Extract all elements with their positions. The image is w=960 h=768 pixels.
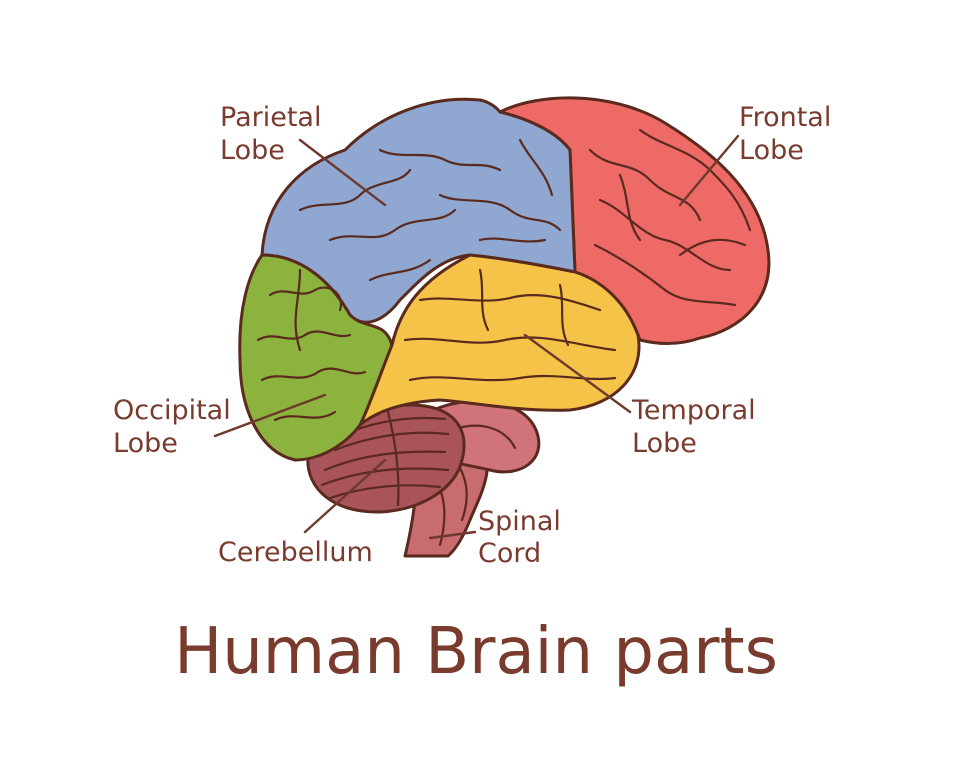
spinal-cord-leader-line <box>428 530 477 540</box>
cerebellum-leader-line <box>303 458 387 534</box>
parietal-leader-line <box>298 138 387 207</box>
occipital-lobe-label: Occipital Lobe <box>113 395 239 459</box>
parietal-lobe-label: Parietal Lobe <box>220 102 330 166</box>
parietal-lobe-shape <box>260 97 577 324</box>
brain-illustration <box>238 96 771 558</box>
occipital-leader-line <box>213 393 327 438</box>
frontal-leader-line <box>678 134 740 207</box>
temporal-leader-line <box>523 333 632 414</box>
cerebellum-label: Cerebellum <box>218 537 373 568</box>
temporal-lobe-label: Temporal Lobe <box>631 395 764 459</box>
leader-lines <box>213 134 740 540</box>
spinal-cord-label: Spinal Cord <box>478 506 570 569</box>
diagram-title: Human Brain parts <box>174 615 778 689</box>
labels: Parietal Lobe Frontal Lobe Occipital Lob… <box>113 102 840 569</box>
frontal-lobe-label: Frontal Lobe <box>739 102 840 166</box>
